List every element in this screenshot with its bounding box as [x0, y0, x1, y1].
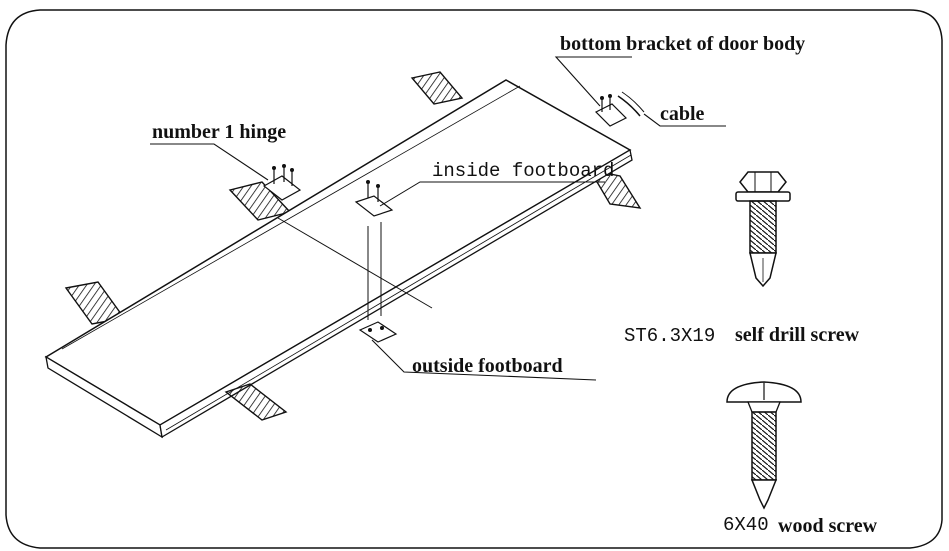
support-block-top-back: [410, 71, 464, 105]
label-outside-footboard: outside footboard: [412, 355, 563, 377]
bracket-icon: [594, 94, 628, 127]
centre-line: [277, 217, 433, 309]
cable-icon: [617, 91, 645, 117]
door-panel: [44, 79, 633, 439]
label-number-1-hinge: number 1 hinge: [152, 121, 286, 143]
diagram-frame: [5, 9, 943, 549]
wood-screw-icon: [726, 381, 802, 510]
label-cable: cable: [660, 103, 705, 125]
leader-outside-footboard: [371, 339, 597, 381]
label-self-drill-name: self drill screw: [735, 324, 860, 346]
label-wood-screw-name: wood screw: [778, 515, 878, 537]
label-wood-screw-size: 6X40: [723, 514, 769, 536]
hinge-icon: [262, 164, 302, 201]
leader-cable: [643, 113, 726, 127]
self-drill-screw-icon: [735, 171, 791, 288]
label-self-drill-size: ST6.3X19: [624, 325, 715, 347]
leader-inside-footboard: [379, 181, 605, 207]
label-bottom-bracket: bottom bracket of door body: [560, 33, 805, 55]
label-inside-footboard: inside footboard: [432, 160, 614, 182]
footboard-icon: [354, 180, 394, 217]
outside-footboard-icon: [358, 321, 398, 343]
leader-number-1-hinge: [150, 143, 269, 181]
leader-bottom-bracket: [554, 56, 632, 107]
support-block-right: [588, 169, 642, 209]
support-block-bottom-front: [224, 383, 288, 421]
